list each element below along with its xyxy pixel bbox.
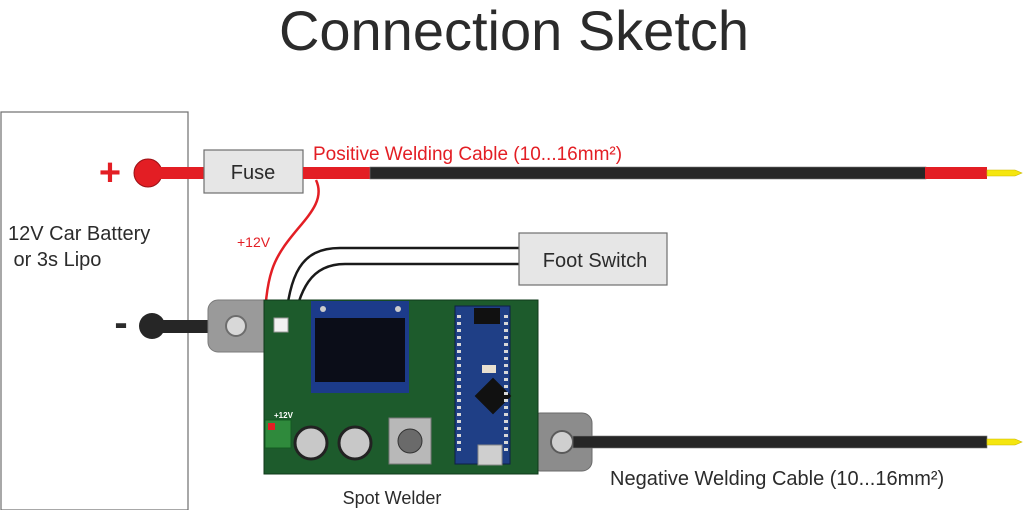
- encoder-knob-icon[interactable]: [397, 428, 423, 454]
- foot-switch-box: [518, 232, 668, 286]
- positive-cable-red-sleeve: [925, 167, 987, 179]
- positive-symbol: +: [99, 152, 121, 194]
- capacitor-1: [293, 425, 329, 461]
- battery-label-line2: or 3s Lipo: [8, 249, 101, 271]
- capacitor-2: [337, 425, 373, 461]
- board-terminal-label: +12V: [274, 411, 294, 420]
- battery-label-line1: 12V Car Battery: [8, 223, 150, 245]
- negative-cable-tip-icon: [986, 438, 1023, 446]
- spot-welder-board: +12V Spot Welder: [263, 299, 539, 508]
- usb-port-icon: [477, 444, 503, 466]
- positive-cable-red-segment: [303, 167, 371, 179]
- spot-welder-label: Spot Welder: [343, 488, 442, 508]
- power-terminal-positive: [268, 423, 275, 430]
- positive-cable-tip-icon: [986, 169, 1023, 177]
- icsp-header: [474, 308, 500, 324]
- mount-hole-icon: [320, 306, 326, 312]
- negative-cable-black-segment: [572, 435, 988, 449]
- mount-hole-icon: [395, 306, 401, 312]
- negative-welding-cable: Negative Welding Cable (10...16mm²): [572, 435, 1023, 490]
- fuse: Fuse: [203, 149, 304, 194]
- lug-hole-icon: [550, 430, 574, 454]
- oled-screen: [315, 318, 405, 382]
- positive-cable-label: Positive Welding Cable (10...16mm²): [313, 144, 622, 165]
- foot-switch: Foot Switch: [518, 232, 668, 286]
- lug-hole-icon: [225, 315, 247, 337]
- foot-switch-connector: [273, 317, 289, 333]
- fuse-box: [203, 149, 304, 194]
- negative-symbol: -: [114, 301, 127, 345]
- microcontroller-chip: [474, 377, 512, 415]
- positive-welding-cable: Positive Welding Cable (10...16mm²): [303, 144, 1023, 180]
- fuse-label: Fuse: [231, 162, 275, 184]
- supply-wire-label: +12V: [237, 234, 271, 250]
- negative-cable-label: Negative Welding Cable (10...16mm²): [610, 468, 944, 490]
- foot-switch-label: Foot Switch: [543, 250, 647, 272]
- positive-cable-black-segment: [369, 166, 927, 180]
- arduino-nano: [454, 305, 511, 465]
- diagram-title: Connection Sketch: [279, 0, 749, 62]
- reset-button: [482, 365, 496, 373]
- positive-lead-to-fuse: [150, 167, 206, 179]
